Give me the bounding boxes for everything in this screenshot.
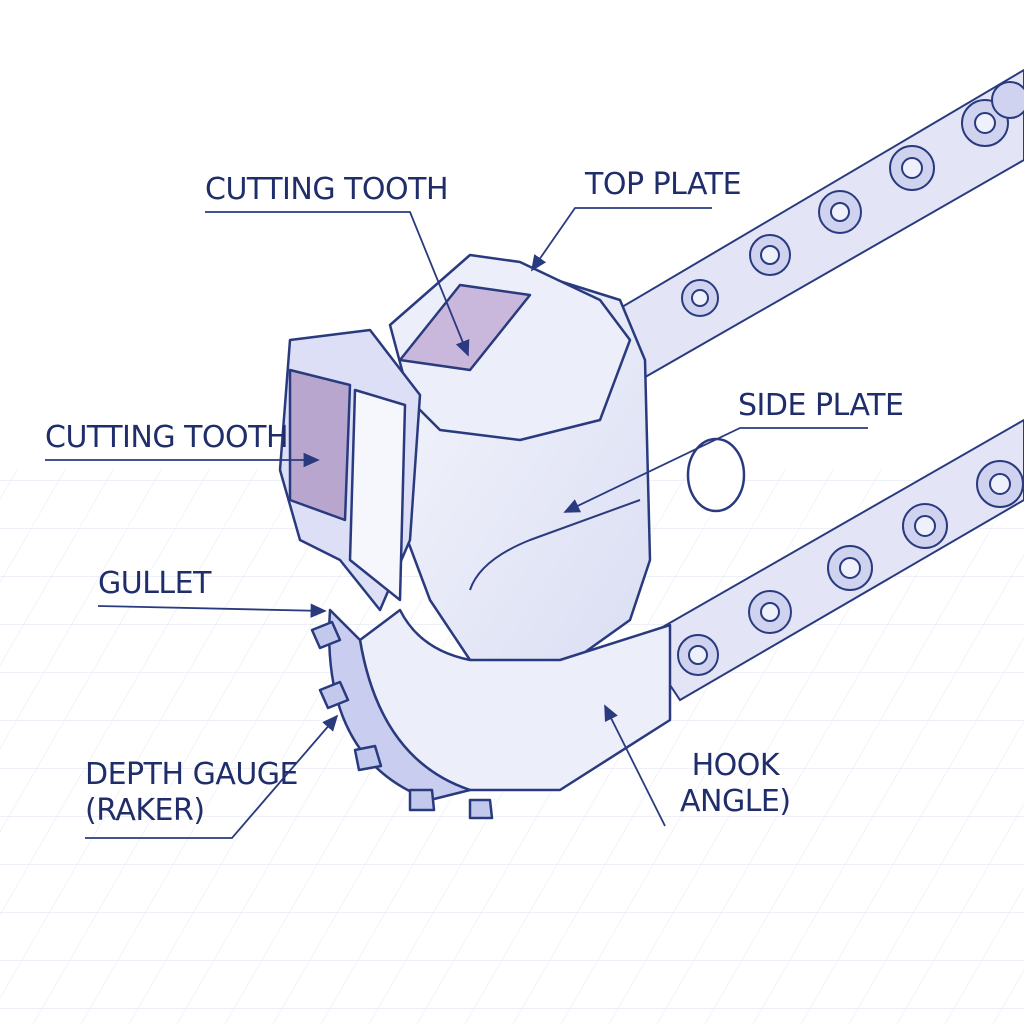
leader-top-plate [530, 207, 712, 272]
leader-lines [45, 207, 868, 839]
label-gullet: GULLET [98, 566, 211, 601]
label-top-plate: TOP PLATE [585, 167, 742, 202]
label-hook-angle: HOOK ANGLE) [680, 748, 791, 820]
leader-cutting-tooth-top [205, 211, 470, 357]
label-depth-gauge-line2: (RAKER) [85, 793, 205, 828]
leader-depth-gauge [85, 714, 339, 839]
label-hook-line2: ANGLE) [680, 784, 791, 819]
label-cutting-tooth-top: CUTTING TOOTH [205, 172, 449, 207]
cutting-tooth [278, 328, 422, 612]
leader-gullet [97, 603, 327, 618]
label-depth-gauge-line1: DEPTH GAUGE [85, 757, 299, 792]
top-plate [388, 253, 632, 442]
lower-chain [638, 418, 1024, 702]
label-hook-line1: HOOK [691, 748, 780, 783]
leader-side-plate [563, 427, 868, 513]
hook-base [310, 608, 672, 820]
label-depth-gauge: DEPTH GAUGE (RAKER) [85, 757, 299, 829]
leader-hook-angle [604, 704, 666, 827]
label-side-plate: SIDE PLATE [738, 388, 904, 423]
upper-chain [598, 68, 1024, 382]
label-cutting-tooth-left: CUTTING TOOTH [45, 420, 289, 455]
